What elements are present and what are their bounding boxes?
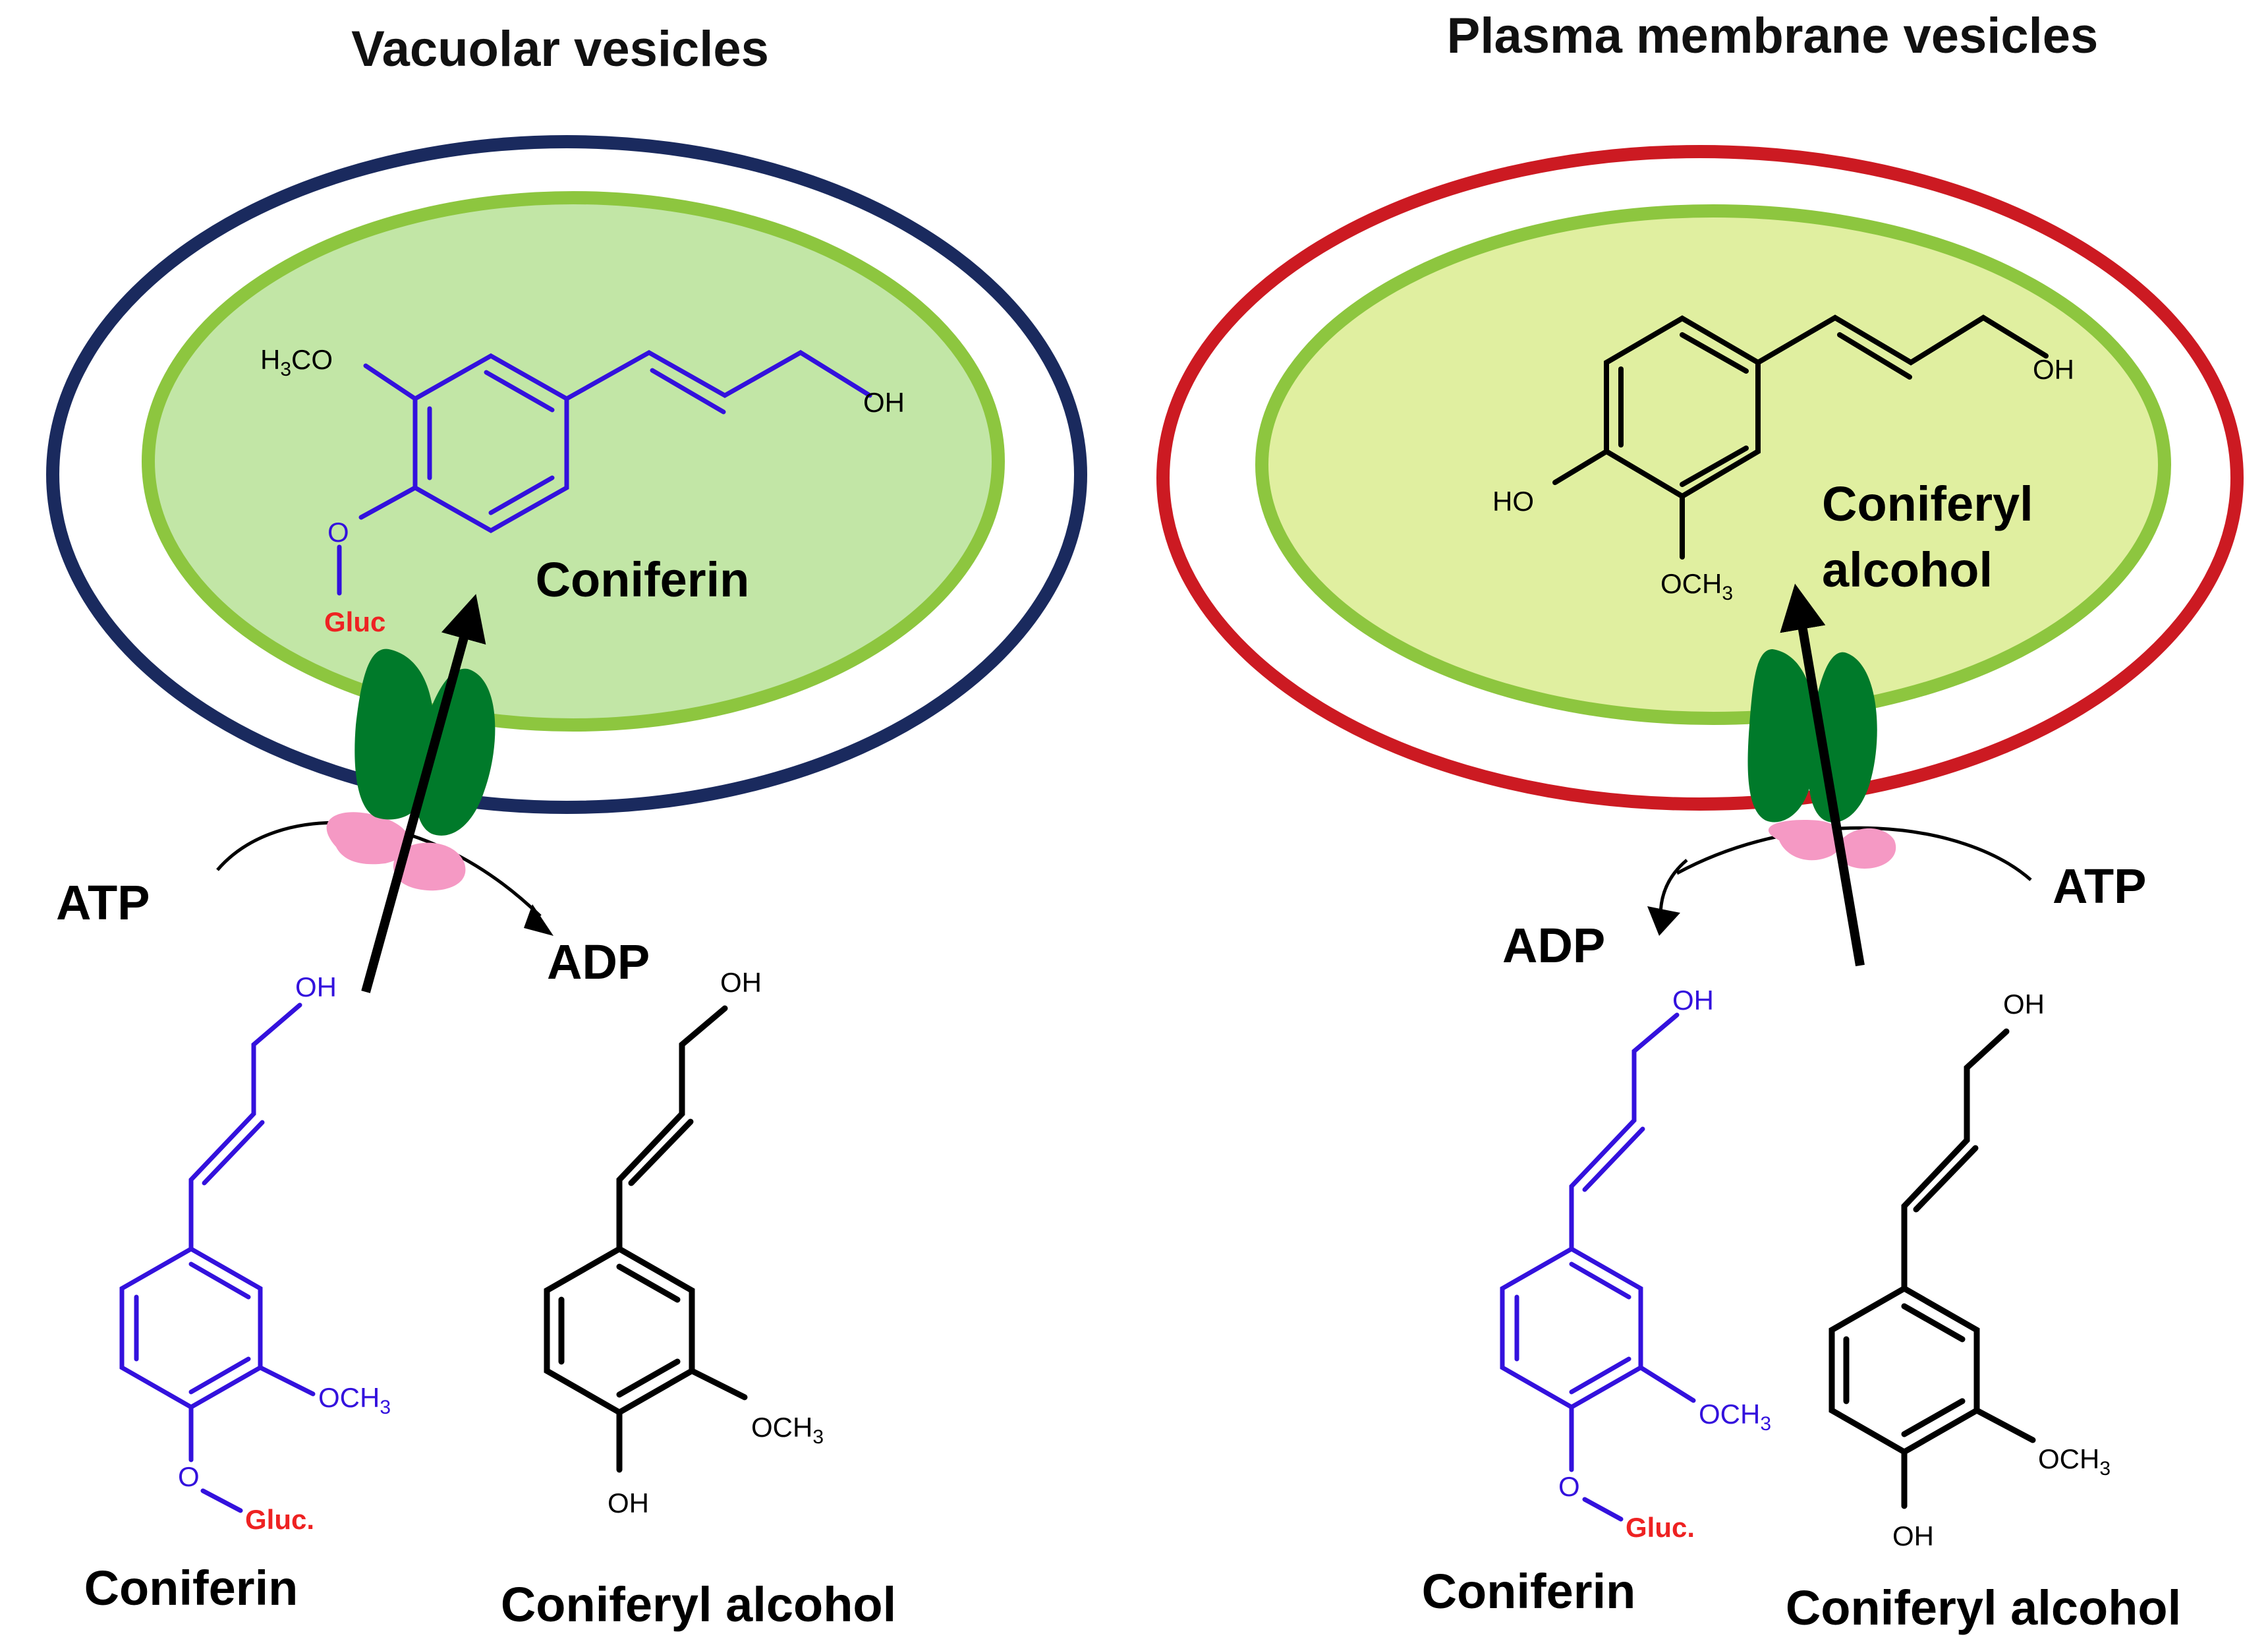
- coniferyl-inside-och3: OCH3: [1660, 568, 1733, 604]
- coniferyl-inside-label-2: alcohol: [1822, 542, 1993, 597]
- right-transport-arrow: [1780, 583, 1865, 967]
- left-coniferin-label: Coniferin: [84, 1561, 298, 1615]
- right-adp-label: ADP: [1502, 918, 1605, 973]
- right-atpase-1: [1768, 820, 1844, 861]
- right-transporter-subunit-1: [1747, 649, 1817, 823]
- left-abc-transporter: [216, 594, 553, 993]
- right-coniferin-label: Coniferin: [1422, 1564, 1636, 1619]
- coniferyl-inside-ho: HO: [1492, 486, 1534, 517]
- right-coniferin-oh: OH: [1672, 985, 1714, 1016]
- left-atp-label: ATP: [56, 875, 150, 930]
- right-coniferin-och3: OCH3: [1699, 1399, 1771, 1435]
- vacuolar-lumen: [142, 191, 1005, 732]
- left-transporter-subunit-2: [415, 668, 496, 836]
- plasma-membrane: [1156, 145, 2244, 811]
- right-coniferyl-label: Coniferyl alcohol: [1786, 1580, 2181, 1635]
- left-coniferyl-och3: OCH3: [751, 1412, 824, 1448]
- left-transporter-subunit-1: [354, 649, 435, 820]
- coniferin-inside-o: O: [327, 517, 349, 548]
- svg-text:H3CO: H3CO: [260, 344, 333, 380]
- coniferyl-inside-oh: OH: [2033, 354, 2074, 385]
- right-coniferin-atoms: OH OCH3 O Gluc.: [1558, 985, 1771, 1543]
- right-atp-curve: [1676, 826, 2032, 881]
- right-panel-title: Plasma membrane vesicles: [1447, 8, 2099, 64]
- right-coniferyl-atoms: OH OCH3 OH: [1892, 989, 2111, 1551]
- right-atpase-2: [1836, 828, 1896, 869]
- left-coniferyl-oh-ring: OH: [608, 1488, 649, 1518]
- vacuolar-membrane: [46, 135, 1087, 814]
- left-coniferin-oh: OH: [295, 971, 337, 1002]
- right-coniferyl-oh: OH: [2003, 989, 2045, 1020]
- coniferin-inside-gluc: Gluc: [324, 606, 385, 637]
- left-atpase-2: [393, 842, 466, 891]
- left-coniferin-gluc: Gluc.: [245, 1504, 314, 1535]
- left-coniferyl-oh: OH: [720, 967, 762, 998]
- left-atpase-1: [326, 812, 410, 865]
- coniferin-inside-label: Coniferin: [536, 552, 750, 607]
- right-coniferin-gluc: Gluc.: [1626, 1512, 1695, 1543]
- left-coniferyl-atoms: OH OCH3 OH: [608, 967, 824, 1518]
- plasma-membrane-vesicle: [1156, 145, 2244, 811]
- coniferin-inside-structure: [337, 349, 872, 596]
- right-coniferyl-structure: [1829, 1028, 2036, 1509]
- left-coniferin-structure: [119, 1002, 316, 1513]
- coniferyl-inside-structure: [1552, 314, 2049, 560]
- left-coniferin-o: O: [178, 1461, 200, 1492]
- left-coniferyl-label: Coniferyl alcohol: [501, 1577, 896, 1632]
- vacuolar-vesicle: [46, 135, 1087, 814]
- right-abc-transporter: [1647, 583, 2032, 967]
- left-coniferyl-structure: [544, 1005, 748, 1473]
- left-panel-title: Vacuolar vesicles: [351, 21, 769, 77]
- left-adp-label: ADP: [547, 935, 650, 989]
- coniferin-inside-oh: OH: [863, 387, 905, 418]
- left-coniferin-och3: OCH3: [318, 1382, 391, 1418]
- coniferin-inside-atoms: H3CO OH O Gluc: [260, 344, 905, 637]
- right-coniferin-o: O: [1558, 1471, 1580, 1502]
- coniferyl-inside-label-1: Coniferyl: [1822, 477, 2033, 531]
- coniferyl-inside-atoms: OH HO OCH3: [1492, 354, 2074, 604]
- right-coniferyl-oh-ring: OH: [1892, 1520, 1934, 1551]
- left-coniferin-atoms: OH OCH3 O Gluc.: [178, 971, 391, 1535]
- right-atp-label: ATP: [2053, 859, 2147, 913]
- right-coniferin-structure: [1500, 1012, 1696, 1522]
- right-coniferyl-och3: OCH3: [2038, 1443, 2111, 1480]
- left-transport-arrow: [361, 594, 486, 993]
